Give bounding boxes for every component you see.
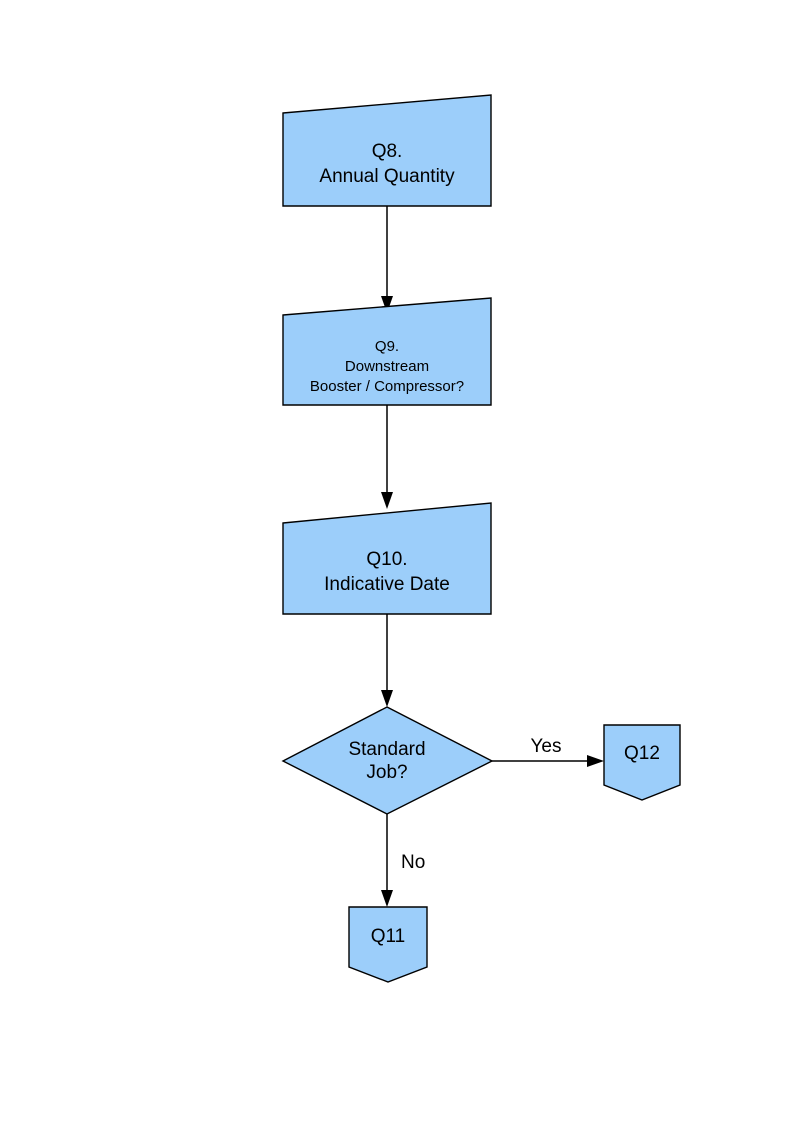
- node-q11-label: Q11: [371, 926, 406, 947]
- edge-q8-to-q9: [381, 206, 393, 313]
- node-decision-line2: Job?: [366, 762, 407, 783]
- node-decision-line1: Standard: [348, 739, 425, 760]
- node-q8-line2: Annual Quantity: [319, 166, 455, 187]
- edge-q9-to-q10: [381, 405, 393, 509]
- node-q10[interactable]: Q10. Indicative Date: [282, 502, 492, 615]
- node-q11[interactable]: Q11: [348, 906, 428, 983]
- edge-decision-to-q12: Yes: [492, 736, 604, 767]
- edge-label-yes: Yes: [531, 736, 562, 757]
- node-q9-line2: Downstream: [345, 358, 429, 375]
- node-q10-line2: Indicative Date: [324, 574, 450, 595]
- node-q11-shape[interactable]: [348, 906, 428, 983]
- edge-q10-to-decision: [381, 614, 393, 707]
- node-q12[interactable]: Q12: [603, 724, 681, 801]
- node-decision-standard-job[interactable]: Standard Job?: [281, 706, 494, 815]
- edge-decision-to-q11-arrowhead: [381, 890, 393, 907]
- node-q10-line1: Q10.: [366, 549, 407, 570]
- node-q10-shape[interactable]: [282, 502, 492, 615]
- node-q9[interactable]: Q9. Downstream Booster / Compressor?: [282, 297, 492, 406]
- node-q8[interactable]: Q8. Annual Quantity: [282, 94, 492, 207]
- node-q8-shape[interactable]: [282, 94, 492, 207]
- node-q9-line1: Q9.: [375, 338, 399, 355]
- node-decision-shape[interactable]: [281, 706, 494, 815]
- node-q9-shape[interactable]: [282, 297, 492, 406]
- edge-decision-to-q11: No: [381, 814, 425, 907]
- node-q12-shape[interactable]: [603, 724, 681, 801]
- edge-label-no: No: [401, 852, 425, 873]
- edge-q9-to-q10-arrowhead: [381, 492, 393, 509]
- edge-decision-to-q12-arrowhead: [587, 755, 604, 767]
- node-q9-line3: Booster / Compressor?: [310, 378, 464, 395]
- edge-q10-to-decision-arrowhead: [381, 690, 393, 707]
- edge-q8-to-q9-arrowhead: [381, 296, 393, 313]
- node-q8-line1: Q8.: [372, 141, 403, 162]
- node-q12-label: Q12: [624, 743, 660, 764]
